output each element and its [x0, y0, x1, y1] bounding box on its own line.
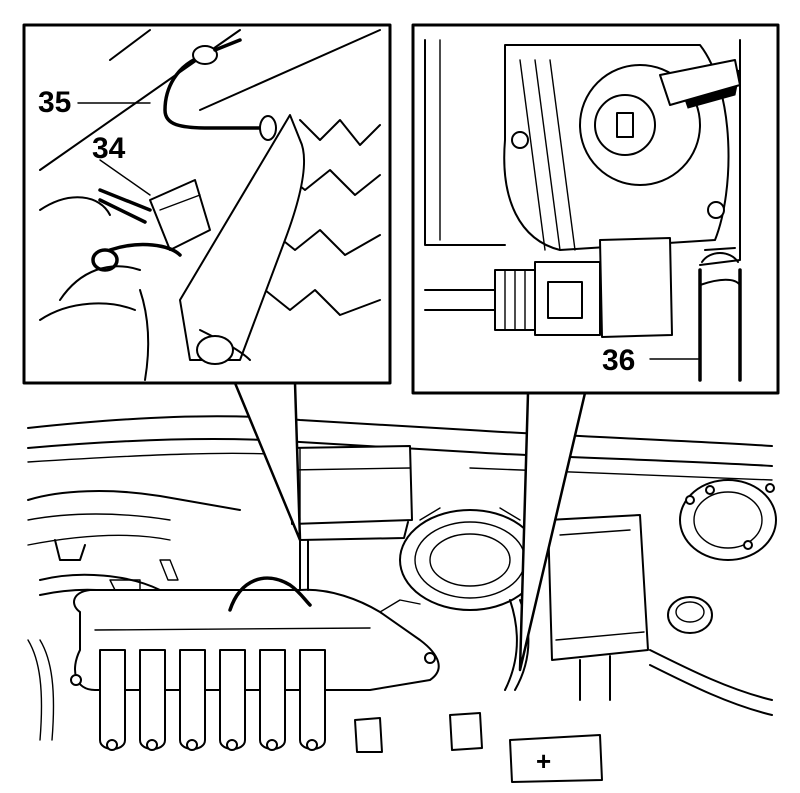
engine-bay-view: + — [27, 415, 777, 783]
strut-tower — [679, 479, 777, 561]
control-module — [289, 445, 413, 541]
brake-booster — [399, 507, 541, 611]
callout-36: 36 — [602, 344, 635, 377]
leader-line-34 — [99, 159, 151, 196]
callout-35: 35 — [38, 86, 71, 119]
callout-34: 34 — [92, 132, 126, 165]
battery: + — [509, 734, 603, 783]
detail-inset-right: 36 — [411, 23, 780, 672]
detail-inset-left: 35 34 — [22, 23, 392, 542]
reservoir-cap — [667, 596, 713, 634]
intake-manifold — [70, 588, 440, 751]
battery-plus-symbol: + — [536, 746, 551, 776]
fuse-box — [547, 514, 649, 701]
